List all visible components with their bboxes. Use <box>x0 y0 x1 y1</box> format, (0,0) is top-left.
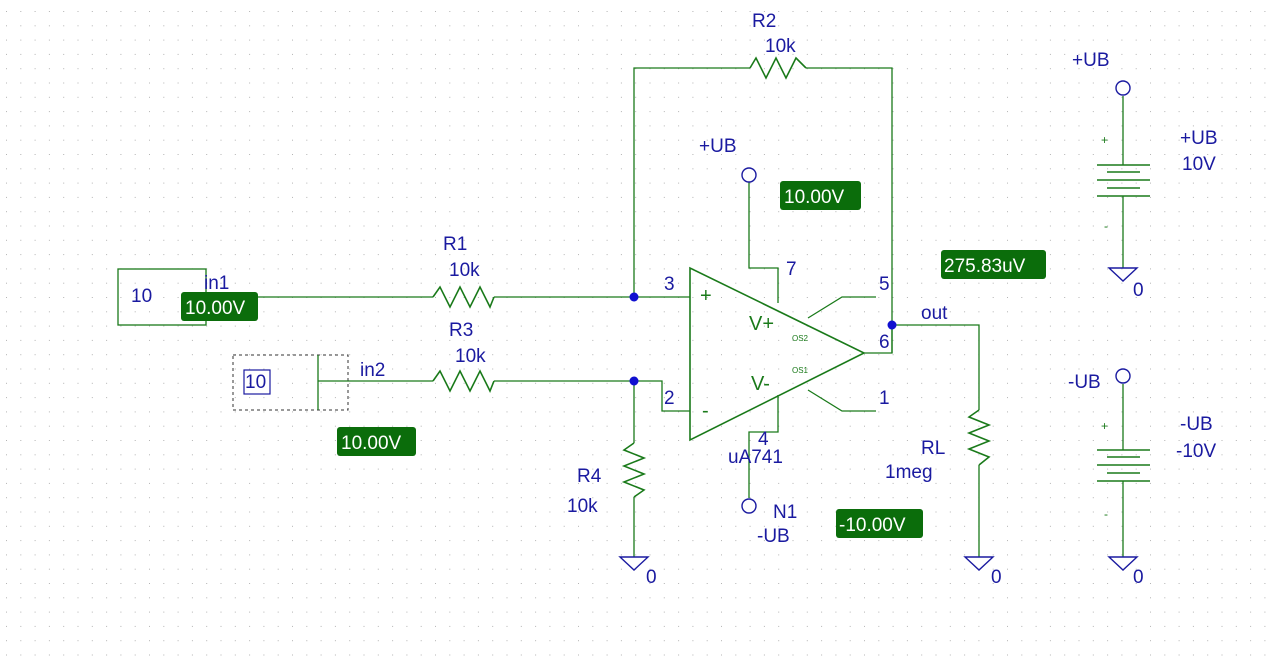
pin-4: 4 <box>758 429 769 450</box>
junction-noninv <box>629 292 639 302</box>
net-label-in1: in1 <box>204 273 229 294</box>
source-in2-value: 10 <box>245 372 266 393</box>
rl-name: RL <box>921 438 945 459</box>
wire-feedback-right[interactable] <box>806 67 893 353</box>
wire-feedback-left[interactable] <box>633 67 750 297</box>
vsource-ub-pos-net: +UB <box>1072 50 1110 71</box>
wire-os2-pin5[interactable] <box>807 296 876 319</box>
opamp-os2-label: OS2 <box>792 334 809 343</box>
vsource-ub-pos-minus: - <box>1104 219 1108 233</box>
probe-in1-value: 10.00V <box>185 298 246 319</box>
wire-vplus-supply[interactable] <box>748 182 779 303</box>
vsource-ub-neg-minus: - <box>1104 507 1108 521</box>
net-label-in2: in2 <box>360 360 385 381</box>
source-in2[interactable]: 10 in2 <box>232 354 385 411</box>
r4-name: R4 <box>577 466 602 487</box>
resistor-r4[interactable]: R4 10k <box>567 442 647 517</box>
schematic-grid <box>6 11 1266 656</box>
pin-5: 5 <box>879 274 890 295</box>
r1-value: 10k <box>449 260 480 281</box>
vsource-ub-pos[interactable]: +UB + - +UB 10V <box>1072 50 1218 233</box>
junction-out <box>887 320 897 330</box>
r2-value: 10k <box>765 36 796 57</box>
wire-r3-inv[interactable] <box>494 380 690 412</box>
resistor-rl[interactable]: RL 1meg <box>885 409 992 483</box>
vsource-ub-neg-net: -UB <box>1068 372 1101 393</box>
r1-name: R1 <box>443 234 467 255</box>
ground-r4: 0 <box>618 556 657 588</box>
offpage-ub-pos-label: +UB <box>699 136 737 157</box>
offpage-connector-ub-neg[interactable]: -UB <box>741 498 790 547</box>
ground-vsrc-pos: 0 <box>1107 267 1144 301</box>
vsource-ub-pos-name: +UB <box>1180 128 1218 149</box>
rl-value: 1meg <box>885 462 933 483</box>
source-in1-value: 10 <box>131 286 152 307</box>
r3-value: 10k <box>455 346 486 367</box>
vsource-ub-neg-name: -UB <box>1180 414 1213 435</box>
opamp-minus-sign: - <box>702 400 709 422</box>
pin-1: 1 <box>879 388 890 409</box>
probe-badge-ub-neg[interactable]: -10.00V <box>836 509 923 538</box>
net-label-out: out <box>921 303 948 324</box>
vsource-ub-neg-plus: + <box>1101 419 1108 433</box>
ground-rl-label: 0 <box>991 567 1002 588</box>
opamp-ua741[interactable]: + - V+ V- OS2 OS1 3 2 7 4 5 6 1 uA741 N1 <box>664 259 890 523</box>
ground-rl: 0 <box>963 556 1002 588</box>
vsource-ub-pos-value: 10V <box>1182 154 1216 175</box>
ground-r4-label: 0 <box>646 567 657 588</box>
probe-out-value: 275.83uV <box>944 256 1026 277</box>
probe-ub-neg-value: -10.00V <box>839 515 906 536</box>
opamp-vminus-label: V- <box>751 373 770 395</box>
ground-vsrc-neg-label: 0 <box>1133 567 1144 588</box>
probe-badge-in1[interactable]: 10.00V <box>181 292 258 321</box>
probe-badge-in2[interactable]: 10.00V <box>337 427 416 456</box>
wire-os1-pin1[interactable] <box>807 389 876 412</box>
pin-7: 7 <box>786 259 797 280</box>
opamp-ref: N1 <box>773 502 797 523</box>
probe-badge-ub-pos[interactable]: 10.00V <box>780 181 861 210</box>
ground-vsrc-pos-label: 0 <box>1133 280 1144 301</box>
pin-3: 3 <box>664 274 675 295</box>
r4-value: 10k <box>567 496 598 517</box>
r3-name: R3 <box>449 320 473 341</box>
probe-in2-value: 10.00V <box>341 433 402 454</box>
pin-6: 6 <box>879 332 890 353</box>
opamp-plus-sign: + <box>700 285 712 307</box>
resistor-r2[interactable]: R2 10k <box>749 11 807 80</box>
wires <box>258 67 1124 557</box>
opamp-os1-label: OS1 <box>792 366 809 375</box>
wire-vminus-supply[interactable] <box>748 395 779 498</box>
opamp-part-name: uA741 <box>728 447 783 468</box>
r2-name: R2 <box>752 11 776 32</box>
probe-ub-pos-value: 10.00V <box>784 187 845 208</box>
offpage-ub-neg-label: -UB <box>757 526 790 547</box>
vsource-ub-neg-value: -10V <box>1176 441 1216 462</box>
junctions <box>629 292 897 386</box>
probe-badge-out[interactable]: 275.83uV <box>941 250 1046 279</box>
resistor-r3[interactable]: R3 10k <box>432 320 495 393</box>
pin-2: 2 <box>664 388 675 409</box>
ground-vsrc-neg: 0 <box>1107 556 1144 588</box>
vsource-ub-neg[interactable]: -UB + - -UB -10V <box>1068 368 1216 521</box>
resistor-r1[interactable]: R1 10k <box>432 234 495 309</box>
offpage-connector-ub-pos[interactable]: +UB <box>699 136 757 183</box>
junction-inv <box>629 376 639 386</box>
opamp-vplus-label: V+ <box>749 313 774 335</box>
vsource-ub-pos-plus: + <box>1101 133 1108 147</box>
